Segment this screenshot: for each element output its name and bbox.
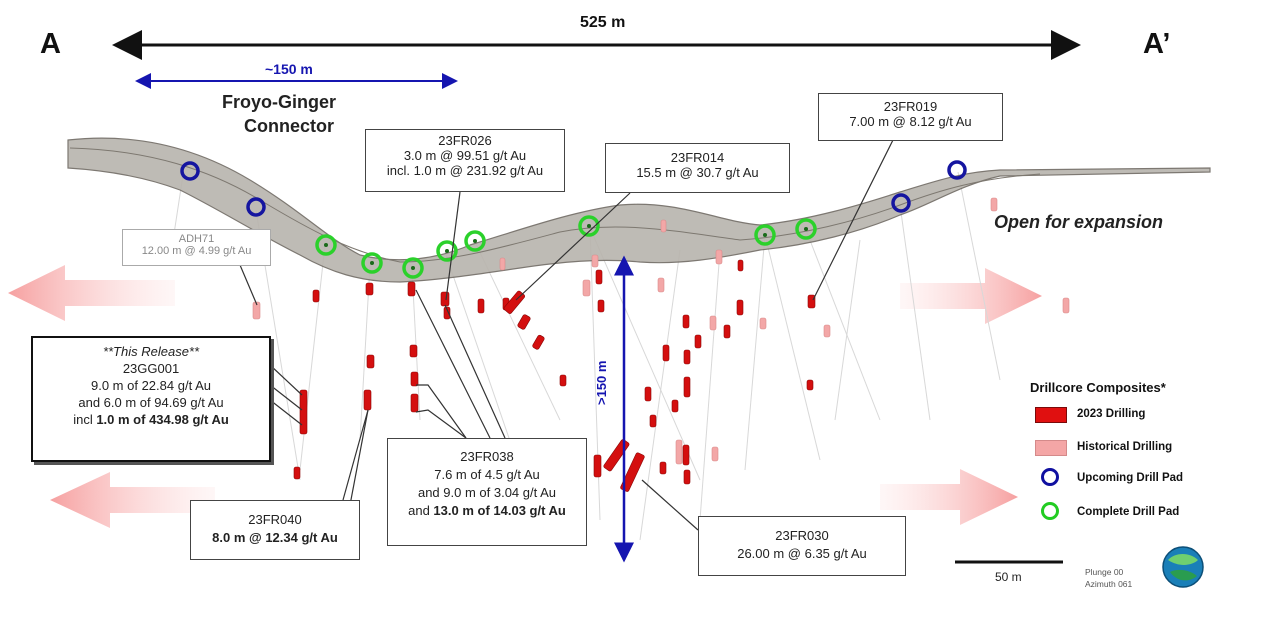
intercept-line: 7.00 m @ 8.12 g/t Au — [849, 114, 972, 129]
callout-23gg001: **This Release** 23GG001 9.0 m of 22.84 … — [31, 336, 271, 462]
intercept-prefix: and — [408, 503, 434, 518]
callout-23fr019: 23FR019 7.00 m @ 8.12 g/t Au — [818, 93, 1003, 141]
legend-swatch-complete-pad — [1041, 502, 1059, 520]
hole-id: ADH71 — [178, 233, 215, 245]
callout-23fr026: 23FR026 3.0 m @ 99.51 g/t Au incl. 1.0 m… — [365, 129, 565, 192]
hole-id: 23GG001 — [122, 361, 180, 376]
intercept-prefix: incl — [73, 412, 97, 427]
legend-swatch-upcoming-pad — [1041, 468, 1059, 486]
section-length-label: 525 m — [580, 14, 626, 31]
legend-label-2023-drilling: 2023 Drilling — [1077, 408, 1146, 420]
intercept-highlight: 1.0 m of 434.98 g/t Au — [96, 412, 229, 427]
release-tag: **This Release** — [102, 344, 200, 359]
legend: Drillcore Composites* 2023 Drilling Hist… — [1025, 380, 1235, 530]
scale-bar-label: 50 m — [995, 570, 1022, 584]
intercept-line: 15.5 m @ 30.7 g/t Au — [636, 165, 759, 180]
hole-id: 23FR038 — [460, 449, 514, 464]
legend-label-complete-pad: Complete Drill Pad — [1077, 506, 1180, 518]
legend-swatch-2023-drilling — [1035, 407, 1067, 423]
expansion-arrow-left-lower — [50, 472, 215, 528]
legend-swatch-historical-drilling — [1035, 440, 1067, 456]
expansion-arrow-left-upper — [8, 265, 175, 321]
hole-id: 23FR014 — [670, 150, 725, 165]
upcoming-drill-pads — [180, 160, 967, 217]
callout-adh71: ADH71 12.00 m @ 4.99 g/t Au — [122, 229, 271, 266]
callout-23fr040: 23FR040 8.0 m @ 12.34 g/t Au — [190, 500, 360, 560]
intercept-highlight: 13.0 m of 14.03 g/t Au — [433, 503, 566, 518]
intercept-line: 7.6 m of 4.5 g/t Au — [434, 467, 540, 482]
legend-title: Drillcore Composites* — [1030, 380, 1166, 395]
connector-title-line2: Connector — [244, 116, 334, 136]
expansion-arrow-right-lower — [880, 469, 1018, 525]
view-azimuth: Azimuth 061 — [1085, 579, 1133, 589]
hole-id: 23FR019 — [883, 99, 938, 114]
intercept-line: and 6.0 m of 94.69 g/t Au — [78, 395, 224, 410]
intercept-line: 12.00 m @ 4.99 g/t Au — [141, 245, 252, 257]
legend-label-upcoming-pad: Upcoming Drill Pad — [1077, 472, 1184, 484]
connector-title-line1: Froyo-Ginger — [222, 92, 337, 112]
intercept-line: incl 1.0 m of 434.98 g/t Au — [33, 412, 269, 427]
complete-drill-pads — [315, 215, 817, 279]
legend-label-historical-drilling: Historical Drilling — [1077, 441, 1173, 453]
intercept-line: 9.0 m of 22.84 g/t Au — [91, 378, 211, 393]
intercept-line: and 13.0 m of 14.03 g/t Au — [388, 503, 586, 518]
hole-id: 23FR040 — [248, 512, 302, 527]
callout-23fr038: 23FR038 7.6 m of 4.5 g/t Au and 9.0 m of… — [387, 438, 587, 546]
view-plunge: Plunge 00 — [1085, 567, 1124, 577]
company-logo — [1162, 546, 1204, 588]
intercept-line: 26.00 m @ 6.35 g/t Au — [737, 546, 867, 561]
expansion-arrow-right-upper — [900, 268, 1042, 324]
intercept-line: incl. 1.0 m @ 231.92 g/t Au — [386, 163, 544, 178]
hole-id: 23FR026 — [438, 133, 492, 148]
callout-23fr014: 23FR014 15.5 m @ 30.7 g/t Au — [605, 143, 790, 193]
intercept-line: and 9.0 m of 3.04 g/t Au — [417, 485, 557, 500]
connector-width-label: ~150 m — [265, 61, 313, 77]
hole-id: 23FR030 — [775, 528, 829, 543]
intercept-line: 3.0 m @ 99.51 g/t Au — [403, 148, 527, 163]
callout-23fr030: 23FR030 26.00 m @ 6.35 g/t Au — [698, 516, 906, 576]
open-for-expansion-label: Open for expansion — [994, 212, 1164, 232]
leader-lines — [239, 139, 894, 531]
section-start-label: A — [40, 28, 61, 60]
depth-label: >150 m — [594, 360, 609, 405]
drilling-historical — [252, 197, 1070, 465]
intercept-line: 8.0 m @ 12.34 g/t Au — [212, 530, 338, 545]
section-end-label: A’ — [1143, 28, 1171, 60]
